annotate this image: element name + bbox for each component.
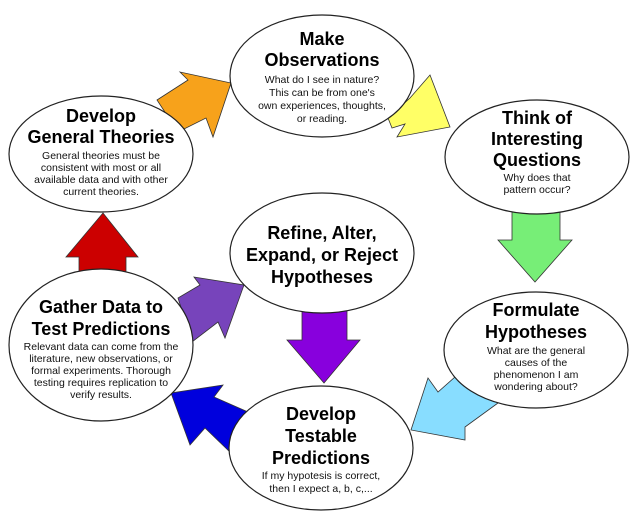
node-title: Think of (502, 108, 573, 128)
node-title: Formulate (492, 300, 579, 320)
node-text: available data and with other (34, 174, 168, 186)
arrow-refine-to-predictions (286, 309, 361, 384)
node-text: wondering about? (493, 381, 578, 393)
node-text: causes of the (505, 357, 568, 369)
node-text: phenomenon I am (494, 369, 579, 381)
node-text: testing requires replication to (34, 377, 168, 389)
node-title: Gather Data to (39, 297, 163, 317)
node-text: then I expect a, b, c,... (269, 483, 372, 495)
svg-text:What do I see in nature?This c: What do I see in nature?This can be from… (258, 74, 386, 125)
node-title: Questions (493, 150, 581, 170)
node-title: Hypotheses (271, 267, 373, 287)
arrow-questions-to-hypotheses (497, 209, 573, 283)
node-text: own experiences, thoughts, (258, 100, 386, 112)
node-title: Refine, Alter, (267, 223, 376, 243)
arrow-predictions-to-gather (170, 384, 249, 454)
node-text: consistent with most or all (41, 162, 161, 174)
node-text: literature, new observations, or (29, 353, 173, 365)
node-text: If my hypotesis is correct, (262, 470, 380, 482)
node-text: This can be from one's (269, 87, 375, 99)
svg-text:If my hypotesis is correct,the: If my hypotesis is correct,then I expect… (262, 470, 380, 495)
node-text: formal experiments. Thorough (31, 365, 171, 377)
node-title: Make (299, 29, 344, 49)
node-title: Predictions (272, 448, 370, 468)
arrow-gather-to-refine (177, 276, 245, 343)
arrow-observations-to-questions (387, 74, 451, 138)
node-title: General Theories (27, 127, 174, 147)
svg-text:Relevant data can come from th: Relevant data can come from theliteratur… (24, 341, 179, 401)
node-title: Interesting (491, 129, 583, 149)
node-title: Test Predictions (32, 319, 171, 339)
node-text: General theories must be (42, 150, 160, 162)
node-text: current theories. (63, 186, 139, 198)
node-title: Observations (264, 50, 379, 70)
node-text: Why does that (503, 172, 570, 184)
node-text: What are the general (487, 345, 585, 357)
node-text: or reading. (297, 113, 347, 125)
svg-text:Refine, Alter,Expand, or Rejec: Refine, Alter,Expand, or RejectHypothese… (246, 223, 398, 287)
node-title: Expand, or Reject (246, 245, 398, 265)
node-title: Testable (285, 426, 357, 446)
node-title: Develop (286, 404, 356, 424)
node-title: Develop (66, 106, 136, 126)
node-title: Hypotheses (485, 322, 587, 342)
node-text: verify results. (70, 389, 132, 401)
node-text: Relevant data can come from the (24, 341, 179, 353)
node-text: What do I see in nature? (265, 74, 380, 86)
node-text: pattern occur? (503, 184, 570, 196)
arrow-gather-to-theories (65, 212, 139, 273)
